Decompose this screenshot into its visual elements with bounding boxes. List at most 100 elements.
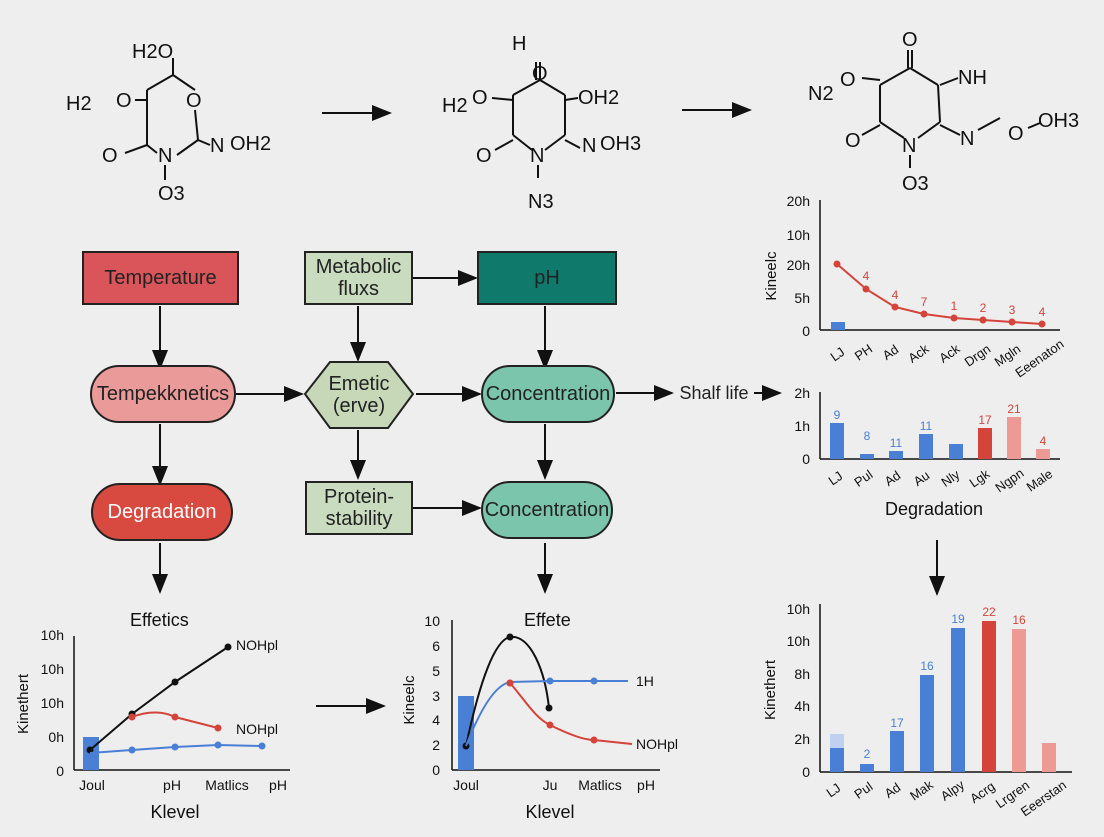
effetics-point bbox=[171, 713, 179, 721]
effetics-xtick: pH bbox=[269, 777, 287, 793]
m2-o2: O bbox=[472, 87, 488, 109]
kl-xtick: PH bbox=[852, 341, 875, 364]
kl-bar bbox=[831, 322, 845, 330]
m1-o2: O bbox=[186, 90, 202, 112]
kb-ytick: 10h bbox=[787, 601, 810, 617]
db-xtick: Nly bbox=[938, 466, 962, 489]
kl-xtick: Ack bbox=[936, 341, 963, 366]
kb-ytick: 10h bbox=[787, 633, 810, 649]
kl-data-label: 4 bbox=[1039, 305, 1046, 319]
db-bar bbox=[919, 434, 933, 459]
db-ytick: 0 bbox=[802, 451, 810, 467]
m3-o3: O3 bbox=[902, 173, 929, 195]
db-data-label: 4 bbox=[1040, 434, 1047, 448]
kb-xtick: Mak bbox=[907, 777, 936, 804]
chart-kinetic-line: 20h 10h 20h 5h 0 Kineelc 4 4 7 1 2 3 4 L… bbox=[763, 193, 1067, 380]
effetics-ytick: 0 bbox=[56, 763, 64, 779]
temperature-box-shape bbox=[82, 251, 239, 305]
kl-point bbox=[920, 310, 928, 318]
db-xtick: LJ bbox=[825, 468, 845, 488]
kb-ytick: 0 bbox=[802, 764, 810, 780]
m3-o-left: O bbox=[840, 69, 856, 91]
emetic-shape bbox=[303, 361, 415, 429]
m1-oh2: OH2 bbox=[230, 133, 271, 155]
db-bar bbox=[949, 444, 963, 459]
effetics-xlabel: Klevel bbox=[150, 802, 199, 822]
kl-data-label: 1 bbox=[951, 299, 958, 313]
kb-bar bbox=[982, 621, 996, 772]
m2-oh3: OH3 bbox=[600, 133, 641, 155]
effete-point bbox=[546, 721, 554, 729]
db-xtick: Lgk bbox=[967, 466, 993, 491]
effetics-ytick: 10h bbox=[41, 627, 64, 643]
effete-line-black bbox=[465, 635, 550, 747]
effetics-xtick: Joul bbox=[79, 777, 105, 793]
flow-arrows bbox=[152, 270, 945, 714]
m2-n1: N bbox=[530, 145, 544, 167]
db-bar bbox=[1036, 449, 1050, 459]
m1-n2: N bbox=[210, 135, 224, 157]
effetics-point bbox=[171, 743, 179, 751]
kl-point bbox=[862, 285, 870, 293]
effetics-ytick: 0h bbox=[48, 729, 64, 745]
kb-ytick: 2h bbox=[794, 731, 810, 747]
shelf-life-label: Shalf life bbox=[679, 383, 749, 403]
concentration-node-1: Concentration bbox=[485, 383, 611, 405]
db-data-label: 21 bbox=[1007, 402, 1021, 416]
kl-xticks: LJ PH Ad Ack Ack Drgn Mgln Eeenaton bbox=[827, 336, 1066, 380]
effete-line-red bbox=[509, 682, 633, 745]
ph-box: pH bbox=[534, 267, 560, 289]
effete-xlabel: Klevel bbox=[525, 802, 574, 822]
db-xticks: LJ Pul Ad Au Nly Lgk Ngpn Male bbox=[825, 465, 1055, 495]
effete-ytick: 0 bbox=[432, 762, 440, 778]
kb-data-label: 19 bbox=[951, 612, 965, 626]
effete-xtick: Ju bbox=[543, 777, 558, 793]
m1-o1: O bbox=[116, 90, 132, 112]
effete-ytick: 5 bbox=[432, 663, 440, 679]
effete-line-blue bbox=[465, 680, 628, 747]
molecule-1 bbox=[124, 58, 211, 180]
effetics-ytick: 10h bbox=[41, 695, 64, 711]
metabolic-box-shape bbox=[304, 251, 413, 305]
kl-ytick: 0 bbox=[802, 323, 810, 339]
effete-xtick: Matlics bbox=[578, 777, 622, 793]
db-ytick: 2h bbox=[794, 385, 810, 401]
db-data-label: 11 bbox=[890, 436, 903, 450]
kl-data-label: 3 bbox=[1009, 303, 1016, 317]
effete-xtick: pH bbox=[637, 777, 655, 793]
effetics-ylabel: Kinethert bbox=[15, 673, 32, 734]
m1-h2: H2 bbox=[66, 93, 92, 115]
m1-n1: N bbox=[158, 145, 172, 167]
chart-effetics: Effetics 10h 10h 10h 0h 0 Kinethert Joul… bbox=[15, 610, 290, 822]
m1-o3-label: O3 bbox=[158, 183, 185, 205]
m2-oh2: OH2 bbox=[578, 87, 619, 109]
effetics-series-label: NOHpl bbox=[236, 721, 278, 737]
m2-o1: O bbox=[532, 63, 548, 85]
kb-bar bbox=[890, 731, 904, 772]
kb-bar bbox=[920, 675, 934, 772]
kl-xtick: Eeenaton bbox=[1012, 336, 1066, 380]
m3-o-azo: O bbox=[1008, 123, 1024, 145]
kb-data-label: 16 bbox=[1012, 613, 1026, 627]
m1-h2o: H2O bbox=[132, 41, 173, 63]
m1-o3: O bbox=[102, 145, 118, 167]
kl-ytick: 5h bbox=[794, 290, 810, 306]
concentration-node-2: Concentration bbox=[484, 499, 610, 521]
m3-o-top: O bbox=[902, 29, 918, 51]
effetics-point bbox=[258, 742, 266, 750]
db-xlabel: Degradation bbox=[885, 499, 983, 519]
kl-ytick: 20h bbox=[787, 193, 810, 209]
degradation-shape bbox=[91, 483, 233, 541]
effete-title: Effete bbox=[524, 610, 571, 630]
chart-kinethert-bars: 10h 10h 8h 4h 2h 0 Kinethert 2 17 16 19 … bbox=[762, 601, 1072, 819]
chart-effete: Effete 10 6 5 3 4 2 0 Kineelc Joul Ju Ma… bbox=[401, 610, 678, 822]
kl-data-label: 4 bbox=[863, 269, 870, 283]
effetics-point bbox=[214, 724, 222, 732]
kb-xticks: LJ Pul Ad Mak Alpy Acrg Lrgren Eeerstan bbox=[823, 777, 1069, 820]
chart-degradation-bars: 2h 1h 0 9 8 11 11 17 21 4 LJ Pul Ad Au N… bbox=[794, 385, 1060, 519]
kl-xtick: Ack bbox=[905, 341, 932, 366]
db-bar bbox=[1007, 417, 1021, 459]
db-xtick: Pul bbox=[851, 467, 875, 490]
kb-xtick: LJ bbox=[823, 780, 843, 800]
